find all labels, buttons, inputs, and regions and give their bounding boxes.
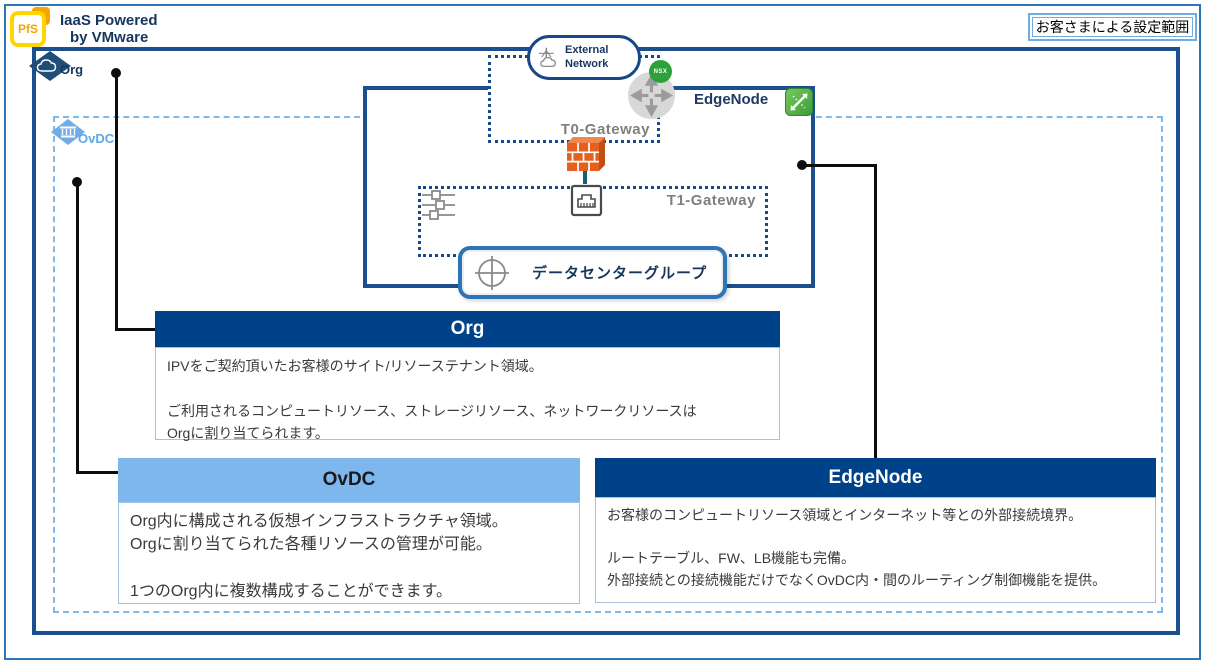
ovdc-connector-line — [76, 181, 79, 474]
ovdc-connector-line — [76, 471, 119, 474]
edgenode-description-title: EdgeNode — [595, 458, 1156, 497]
ovdc-label: OvDC — [78, 131, 115, 146]
org-description-title: Org — [155, 311, 780, 347]
org-connector-line — [115, 328, 156, 331]
ovdc-description-box: OvDC Org内に構成される仮想インフラストラクチャ領域。 Orgに割り当てら… — [118, 458, 580, 604]
brand-title-line2: by VMware — [70, 29, 149, 46]
datacenter-group-label: データセンターグループ — [532, 265, 708, 282]
org-cloud-icon — [29, 51, 71, 81]
org-connector-line — [115, 72, 118, 331]
edgenode-description-body: お客様のコンピュートリソース領域とインターネット等との外部接続境界。 ルートテー… — [595, 497, 1156, 603]
firewall-t1-connector — [583, 170, 587, 192]
edgenode-label: EdgeNode — [694, 91, 769, 108]
ovdc-description-title: OvDC — [118, 458, 580, 502]
nsx-badge: NSX — [649, 60, 672, 83]
edgenode-connector-dot — [797, 160, 807, 170]
firewall-icon — [567, 137, 605, 171]
external-network-icon — [538, 47, 556, 67]
external-network-label: External Network — [565, 44, 609, 70]
edgenode-connector-line — [874, 164, 877, 459]
ovdc-diamond-icon — [51, 119, 85, 145]
edgenode-connector-line — [801, 164, 877, 167]
edgenode-description-box: EdgeNode お客様のコンピュートリソース領域とインターネット等との外部接続… — [595, 458, 1156, 603]
edgenode-icon — [785, 88, 813, 116]
datacenter-group-node: データセンターグループ — [458, 246, 727, 299]
pfs-logo: PfS — [10, 7, 52, 49]
ethernet-port-icon — [570, 184, 603, 217]
datacenter-group-icon — [475, 255, 509, 290]
outer-border — [4, 4, 1201, 660]
org-connector-dot — [111, 68, 121, 78]
brand-title-line1: IaaS Powered — [60, 12, 158, 29]
logo-badge-text: PfS — [17, 22, 38, 36]
t1-gateway-label: T1-Gateway — [666, 192, 756, 209]
ovdc-connector-dot — [72, 177, 82, 187]
t0-gateway-label: T0-Gateway — [560, 121, 650, 138]
network-segments-icon — [422, 190, 455, 220]
external-network-node: External Network — [527, 35, 641, 80]
ovdc-description-body: Org内に構成される仮想インフラストラクチャ領域。 Orgに割り当てられた各種リ… — [118, 502, 580, 604]
org-description-box: Org IPVをご契約頂いたお客様のサイト/リソーステナント領域。 ご利用される… — [155, 311, 780, 441]
customer-scope-labelbox: お客さまによる設定範囲 — [1028, 13, 1197, 41]
org-description-body: IPVをご契約頂いたお客様のサイト/リソーステナント領域。 ご利用されるコンピュ… — [155, 347, 780, 441]
org-label: Org — [60, 62, 84, 77]
logo-frame: PfS — [10, 11, 46, 47]
customer-scope-label: お客さまによる設定範囲 — [1032, 17, 1193, 37]
